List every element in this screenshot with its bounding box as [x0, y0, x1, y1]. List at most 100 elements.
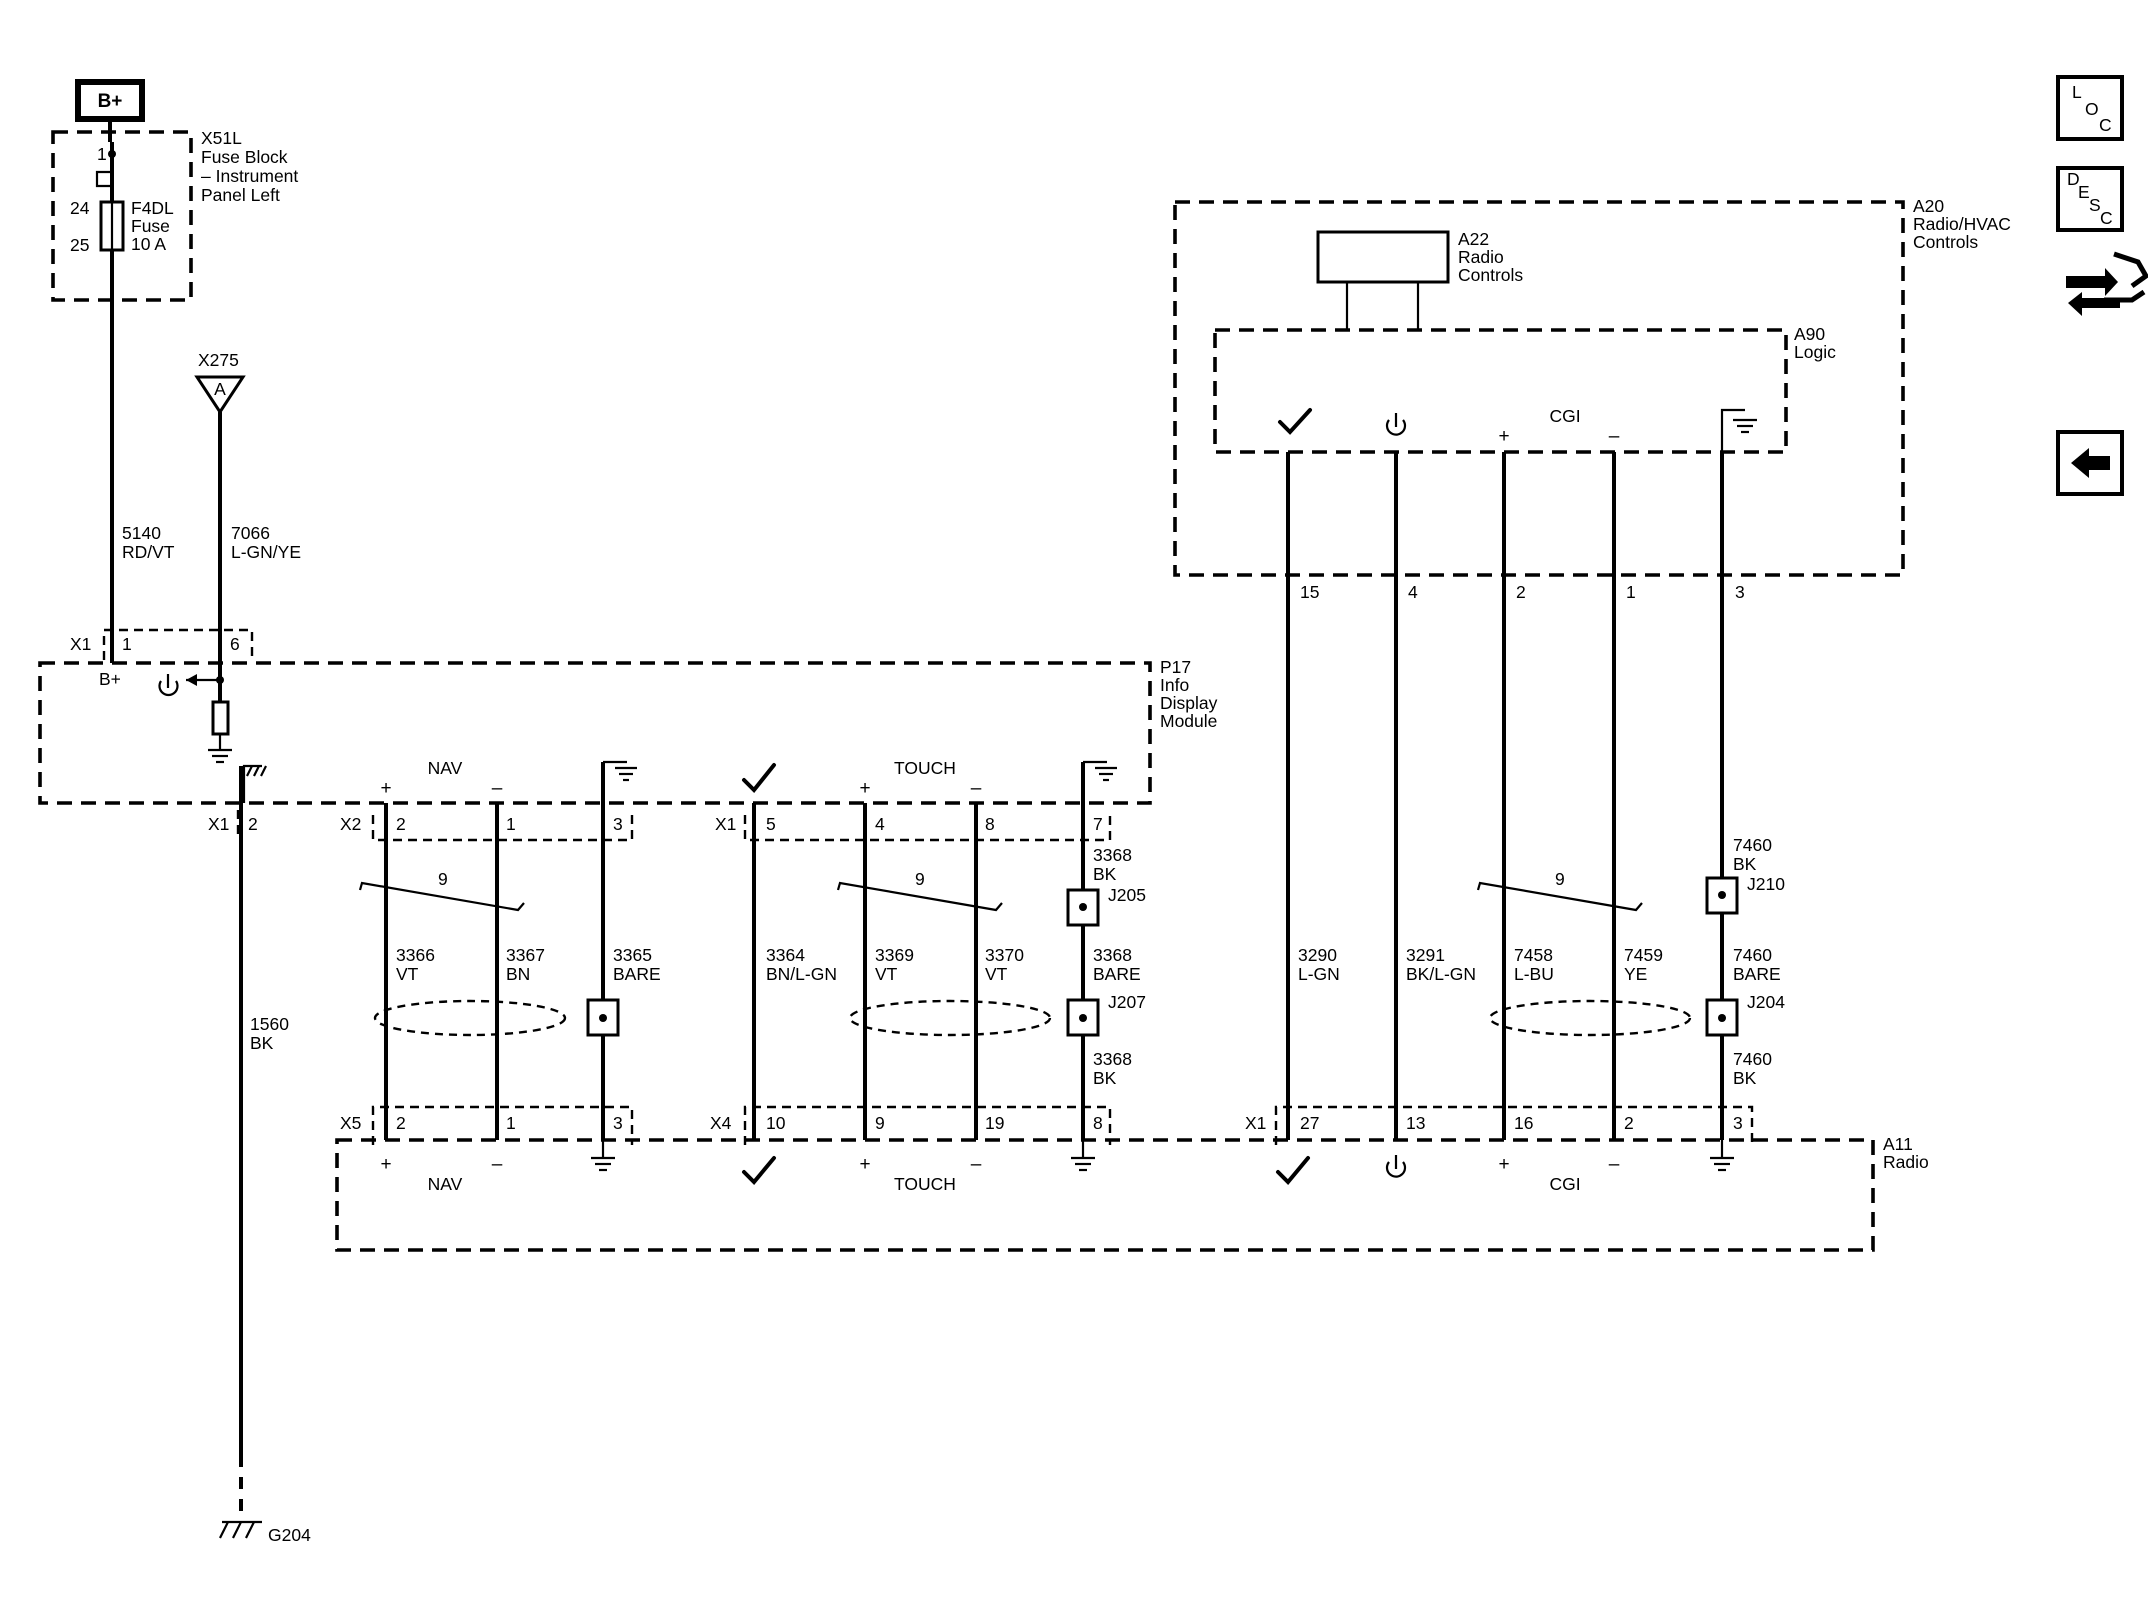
label: J204: [1747, 992, 1785, 1012]
component-box: [2056, 75, 2124, 141]
check-icon: [1278, 408, 1312, 435]
label: C: [2099, 115, 2112, 135]
label: BK: [1093, 1068, 1117, 1088]
label: Logic: [1794, 342, 1836, 362]
label: Display: [1160, 693, 1218, 713]
label: RD/VT: [122, 542, 175, 562]
label: C: [2100, 208, 2113, 228]
label: 3370: [985, 945, 1024, 965]
chassis-ground-g204-icon: [219, 1520, 262, 1539]
label: A22: [1458, 229, 1489, 249]
label: X1: [715, 814, 736, 834]
wire: [246, 765, 253, 777]
label: X51L: [201, 128, 242, 148]
label: P17: [1160, 657, 1191, 677]
label: 25: [70, 235, 89, 255]
label: NAV: [428, 1174, 463, 1194]
connector-outline: [371, 815, 634, 842]
label: 19: [985, 1113, 1004, 1133]
label: 3369: [875, 945, 914, 965]
label: BK: [1733, 1068, 1757, 1088]
label: CGI: [1549, 406, 1580, 426]
label: X5: [340, 1113, 361, 1133]
label: BARE: [613, 964, 661, 984]
label: L-GN/YE: [231, 542, 301, 562]
connector-swap-icon[interactable]: [2066, 251, 2148, 316]
wire: [194, 375, 246, 415]
label: 1: [506, 1113, 516, 1133]
label: BK: [250, 1033, 274, 1053]
wire: [1385, 419, 1407, 436]
wire: [358, 881, 525, 912]
label: 3365: [613, 945, 652, 965]
label: 27: [1300, 1113, 1319, 1133]
label: 9: [1555, 869, 1565, 889]
wire: [2104, 289, 2146, 303]
connector-outline: [1274, 1105, 1754, 1145]
label: VT: [875, 964, 898, 984]
label: +: [1498, 426, 1509, 447]
label: 2: [396, 1113, 406, 1133]
desc-button[interactable]: D E S C: [2056, 166, 2124, 232]
connector-outline: [102, 628, 254, 660]
label: B+: [98, 91, 123, 112]
label: BARE: [1733, 964, 1781, 984]
label: 24: [70, 198, 90, 218]
label: +: [859, 778, 870, 799]
label: 3: [1733, 1113, 1743, 1133]
label: F4DL: [131, 198, 174, 218]
module-boundary: [1173, 200, 1905, 577]
nav-group: NAV + – X2 2 1 3 9 3366 VT 3367 BN 3365 …: [340, 758, 661, 1145]
label: 3: [1735, 582, 1745, 602]
label: 1: [122, 634, 132, 654]
label: +: [380, 1154, 391, 1175]
label: 4: [875, 814, 885, 834]
label: 1: [1626, 582, 1636, 602]
label: 8: [985, 814, 995, 834]
splice-dot: [1079, 903, 1087, 911]
label: NAV: [428, 758, 463, 778]
wire: [2113, 251, 2148, 289]
label: YE: [1624, 964, 1647, 984]
component-box: [1316, 230, 1450, 284]
back-arrow-button[interactable]: [2056, 430, 2124, 496]
label: G204: [268, 1525, 311, 1545]
component-box: [586, 998, 620, 1037]
label: TOUCH: [894, 758, 956, 778]
label: 2: [1516, 582, 1526, 602]
label: 3366: [396, 945, 435, 965]
label: 3: [613, 814, 623, 834]
wire: [95, 170, 112, 188]
label: J205: [1108, 885, 1146, 905]
label: 3291: [1406, 945, 1445, 965]
label: A: [214, 379, 226, 399]
module-boundary: [51, 130, 193, 302]
splice-dot: [1079, 1014, 1087, 1022]
wire: [186, 674, 197, 686]
wire: [242, 764, 262, 803]
power-icon: [1385, 1155, 1407, 1178]
module-boundary: [38, 661, 1152, 805]
wire: [260, 765, 267, 777]
label: –: [971, 778, 982, 799]
label: L: [2072, 82, 2082, 102]
label: BK: [1733, 854, 1757, 874]
component-box: [2056, 166, 2124, 232]
label: BN/L-GN: [766, 964, 837, 984]
label: Controls: [1913, 232, 1978, 252]
label: 5140: [122, 523, 161, 543]
label: 7: [1093, 814, 1103, 834]
module-a20: A20 Radio/HVAC Controls A22 Radio Contro…: [1173, 196, 2011, 602]
label: 3368: [1093, 845, 1132, 865]
connector-x275: X275 A: [194, 350, 246, 415]
label: 3364: [766, 945, 805, 965]
label: 6: [230, 634, 240, 654]
label: D: [2067, 169, 2080, 189]
check-icon: [742, 1156, 776, 1185]
label: X275: [198, 350, 239, 370]
label: BK/L-GN: [1406, 964, 1476, 984]
label: 7460: [1733, 945, 1772, 965]
loc-button[interactable]: L O C: [2056, 75, 2124, 141]
label: 2: [248, 814, 258, 834]
module-a11: A11 Radio + – NAV + – TOUCH + – CGI: [335, 1134, 1929, 1252]
